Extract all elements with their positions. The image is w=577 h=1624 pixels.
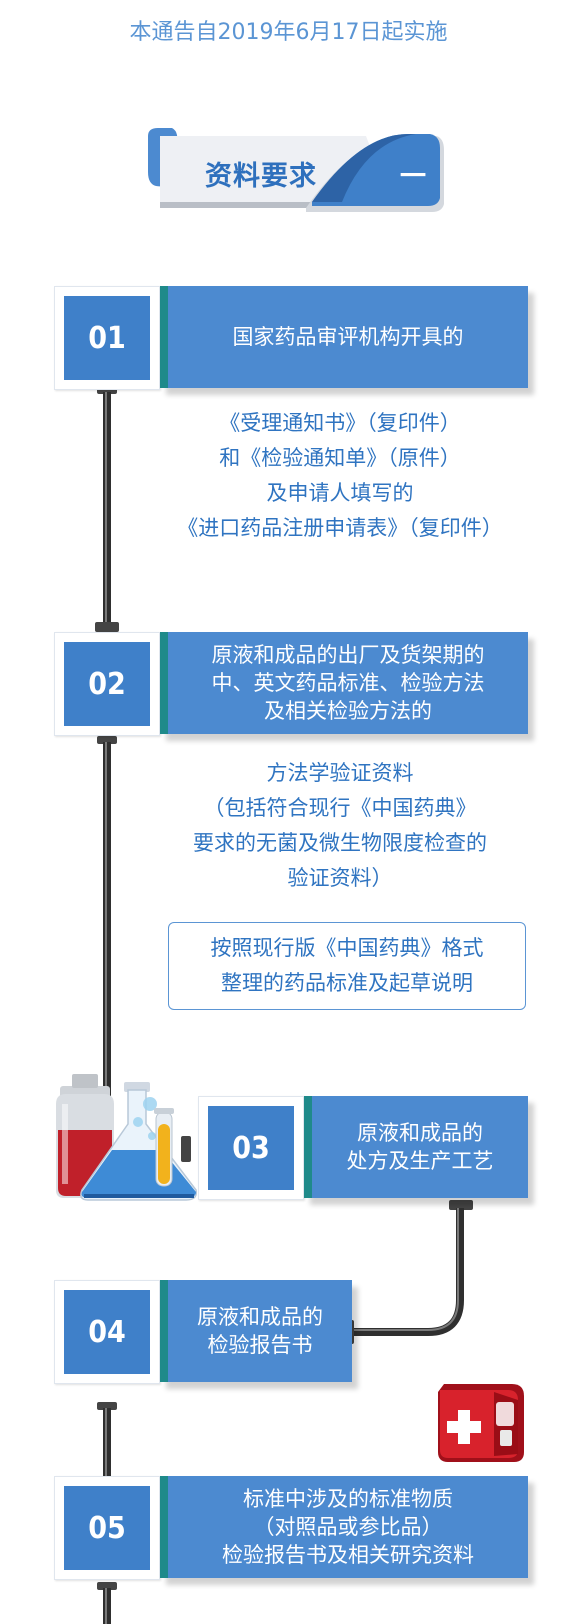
banner-title: 资料要求 [205, 161, 317, 192]
step-number: 05 [64, 1486, 150, 1570]
step-number-box: 02 [54, 632, 160, 736]
step-number: 04 [64, 1290, 150, 1374]
description-line: 《受理通知书》（复印件） [219, 411, 461, 435]
step-number-box: 03 [198, 1096, 304, 1200]
note-box: 按照现行版《中国药典》格式 整理的药品标准及起草说明 [168, 922, 526, 1010]
step-number: 02 [64, 642, 150, 726]
step-heading-line: 原液和成品的 [357, 1121, 483, 1145]
step-heading-line: （对照品或参比品） [253, 1515, 443, 1539]
pipe-connector-1 [95, 386, 119, 632]
step-heading-line: 处方及生产工艺 [346, 1149, 494, 1173]
section-banner [148, 128, 444, 212]
step-heading-bar: 标准中涉及的标准物质 （对照品或参比品） 检验报告书及相关研究资料 [160, 1476, 528, 1578]
description-line: 及申请人填写的 [266, 481, 414, 505]
step-number-box: 04 [54, 1280, 160, 1384]
description-line: 要求的无菌及微生物限度检查的 [193, 831, 487, 855]
step-heading-line: 标准中涉及的标准物质 [243, 1487, 453, 1511]
description-line: 方法学验证资料 [266, 761, 414, 785]
description-line: 《进口药品注册申请表》（复印件） [177, 516, 503, 540]
step-heading-bar: 原液和成品的出厂及货架期的 中、英文药品标准、检验方法 及相关检验方法的 [160, 632, 528, 734]
step-1-description: 《受理通知书》（复印件） 和《检验通知单》（原件） 及申请人填写的 《进口药品注… [140, 406, 540, 546]
step-heading-line: 原液和成品的 [197, 1305, 323, 1329]
step-heading-bar: 原液和成品的 检验报告书 [160, 1280, 352, 1382]
step-number: 03 [208, 1106, 294, 1190]
step-heading-bar: 国家药品审评机构开具的 [160, 286, 528, 388]
intro-text: 本通告自2019年6月17日起实施 [129, 20, 448, 45]
step-heading-line: 检验报告书 [207, 1333, 313, 1357]
step-number: 01 [64, 296, 150, 380]
step-number-box: 01 [54, 286, 160, 390]
note-line: 整理的药品标准及起草说明 [221, 971, 473, 995]
step-number-box: 05 [54, 1476, 160, 1580]
note-line: 按照现行版《中国药典》格式 [210, 936, 484, 960]
step-heading-line: 国家药品审评机构开具的 [232, 325, 464, 349]
pipe-connector-3 [344, 1200, 473, 1344]
description-line: （包括符合现行《中国药典》 [203, 796, 477, 820]
lab-flask-icon [56, 1074, 198, 1201]
first-aid-kit-icon [438, 1384, 524, 1462]
pipe-connector-5 [97, 1582, 117, 1624]
step-heading-line: 原液和成品的出厂及货架期的 [211, 643, 485, 667]
step-heading-line: 及相关检验方法的 [264, 699, 432, 723]
step-heading-line: 中、英文药品标准、检验方法 [211, 671, 485, 695]
pipe-connector-2 [97, 736, 191, 1162]
banner-number: 一 [399, 162, 426, 192]
description-line: 验证资料） [287, 866, 393, 890]
step-heading-line: 检验报告书及相关研究资料 [222, 1543, 474, 1567]
description-line: 和《检验通知单》（原件） [219, 446, 461, 470]
step-2-description: 方法学验证资料 （包括符合现行《中国药典》 要求的无菌及微生物限度检查的 验证资… [140, 756, 540, 896]
step-heading-bar: 原液和成品的 处方及生产工艺 [304, 1096, 528, 1198]
